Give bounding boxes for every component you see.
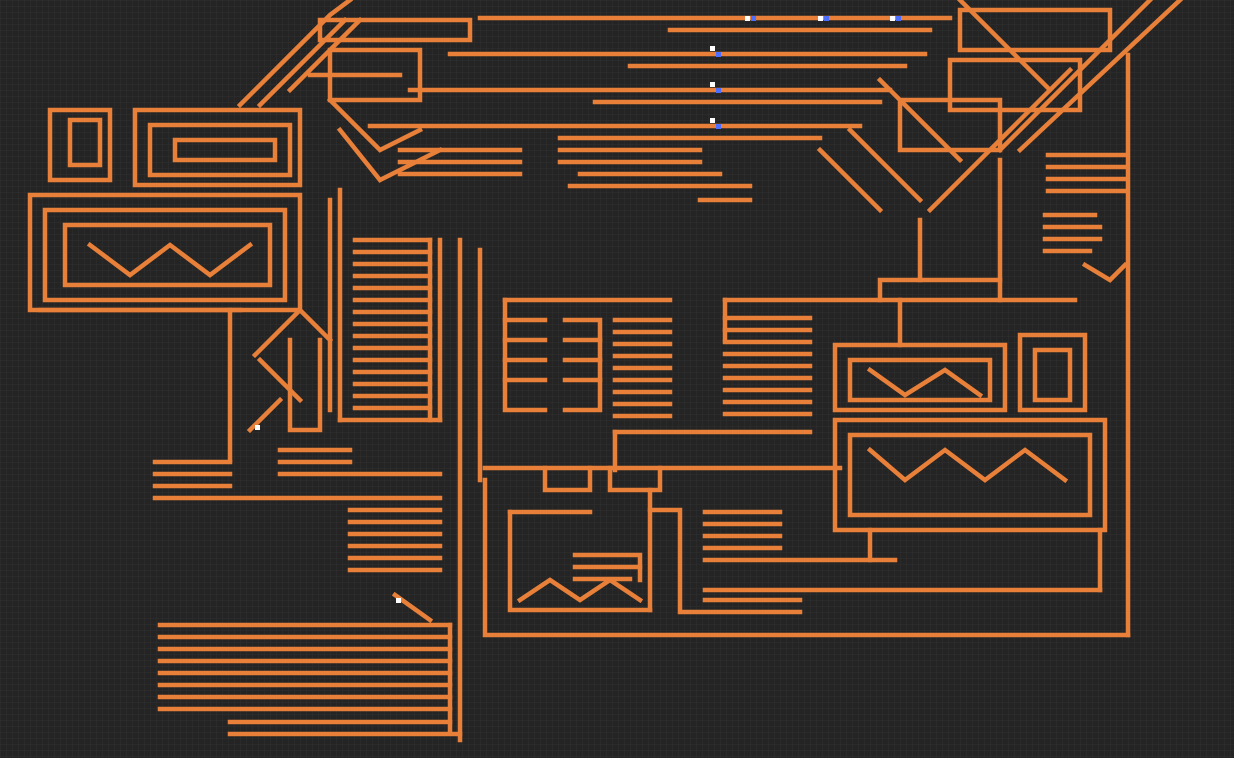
electron-tail bbox=[745, 16, 750, 21]
electron-tail bbox=[255, 425, 260, 430]
electron-head bbox=[716, 52, 721, 57]
electron-head bbox=[716, 124, 721, 129]
conductor-wires bbox=[27, 0, 1184, 743]
electron-tail bbox=[710, 46, 715, 51]
electron-tail bbox=[890, 16, 895, 21]
electron-head bbox=[824, 16, 829, 21]
electron-head bbox=[751, 16, 756, 21]
electron-tail bbox=[818, 16, 823, 21]
electron-head bbox=[896, 16, 901, 21]
electron-signals bbox=[255, 16, 901, 603]
electron-head bbox=[716, 88, 721, 93]
electron-tail bbox=[710, 118, 715, 123]
electron-tail bbox=[396, 598, 401, 603]
electron-tail bbox=[710, 82, 715, 87]
